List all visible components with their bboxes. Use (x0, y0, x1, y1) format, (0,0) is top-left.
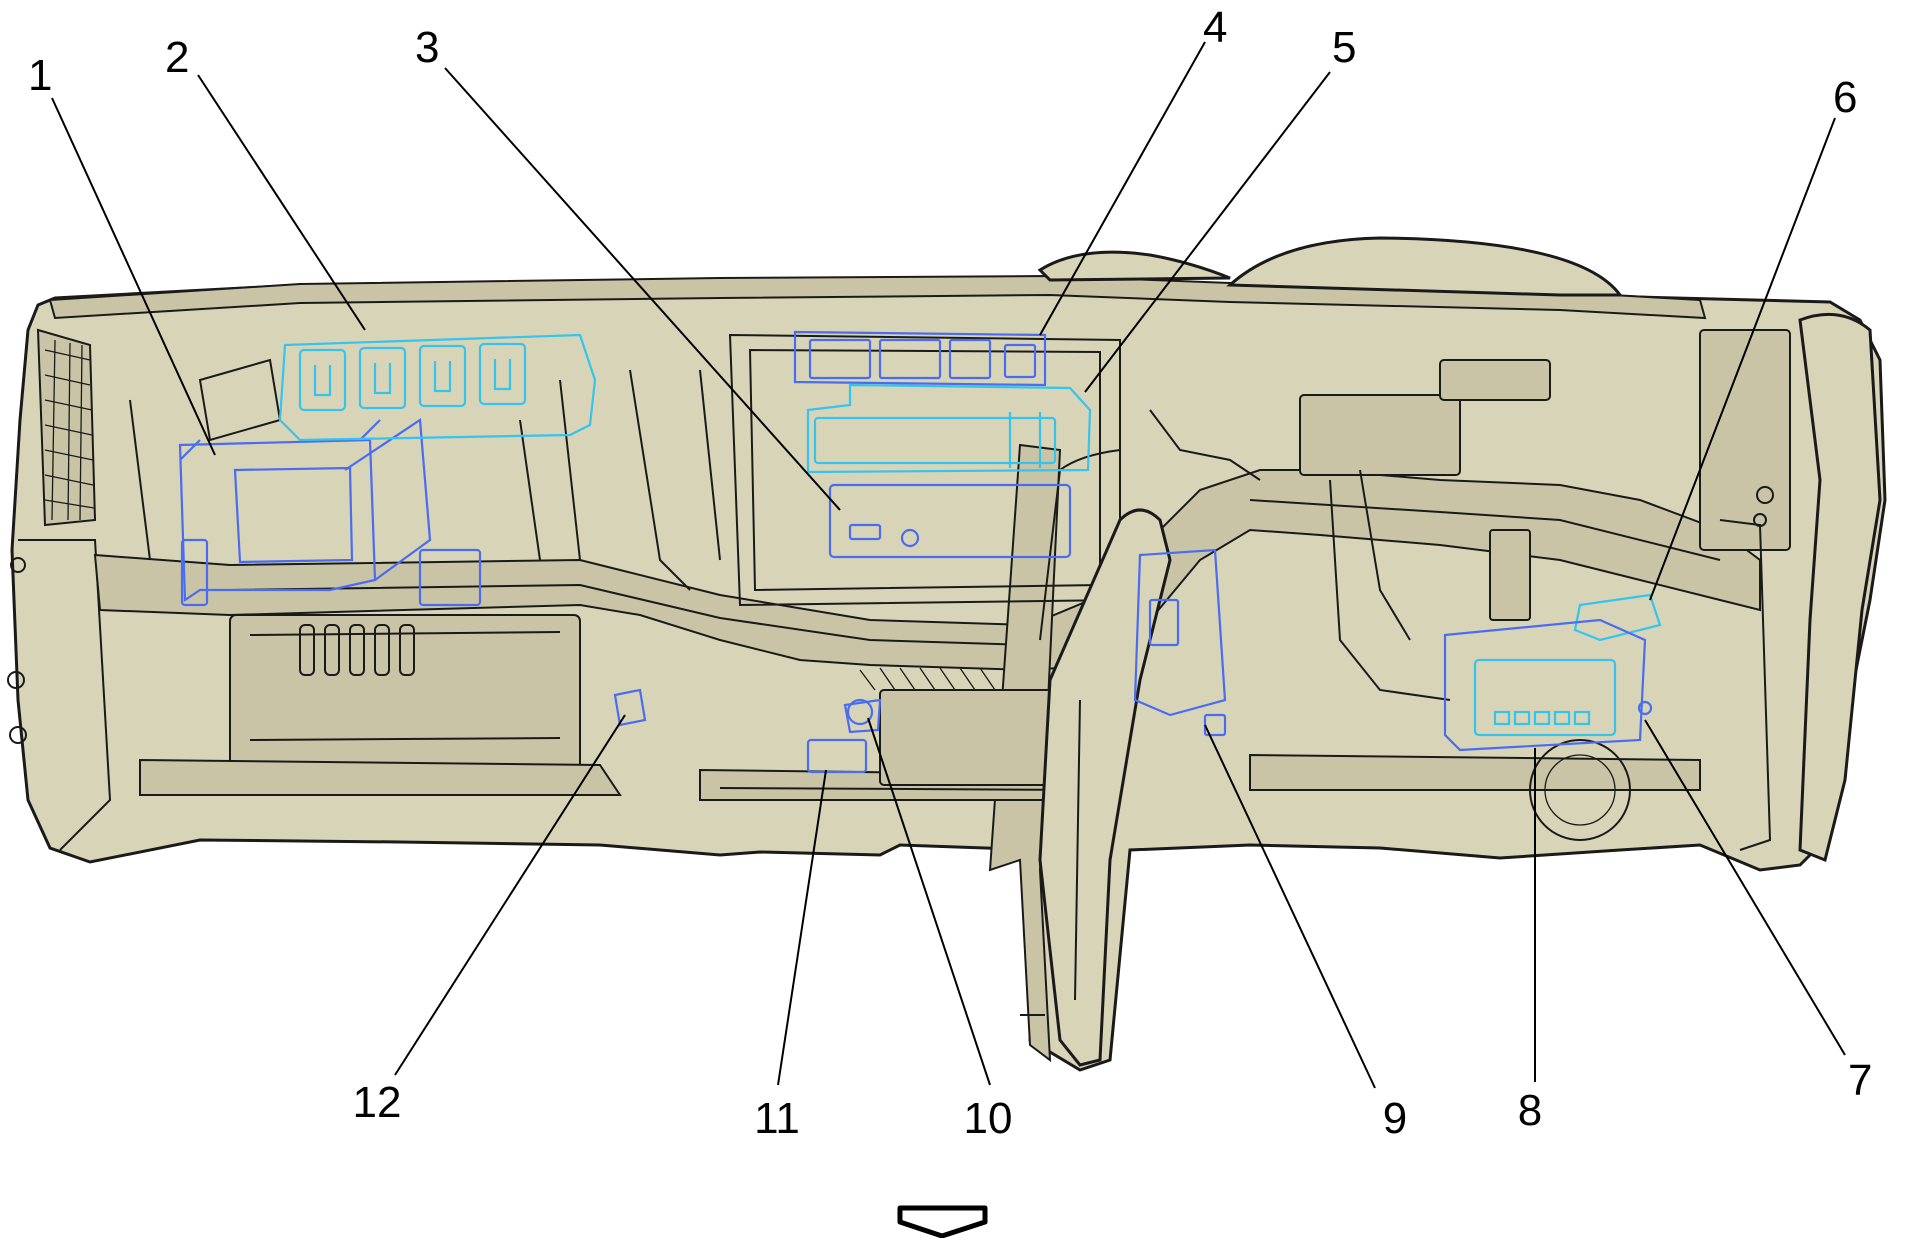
module-2 (278, 333, 597, 442)
module-10 (843, 698, 882, 734)
callout-1: 1 (28, 51, 52, 100)
module-8 (1443, 618, 1653, 752)
callout-2: 2 (165, 33, 189, 82)
callout-5: 5 (1332, 23, 1356, 72)
down-arrow-icon (897, 1205, 988, 1238)
module-4 (793, 330, 1047, 387)
callout-11: 11 (754, 1094, 800, 1143)
instrument-panel-body (7, 236, 1887, 1072)
module-12 (613, 688, 647, 727)
callout-3: 3 (415, 23, 439, 72)
module-11 (806, 738, 868, 774)
callout-labels: 1 2 3 4 5 6 7 8 9 10 11 12 (28, 3, 1872, 1143)
leader-lines (51, 41, 1846, 1089)
callout-7: 7 (1848, 1056, 1872, 1105)
callout-9: 9 (1383, 1094, 1407, 1143)
module-3 (828, 483, 1072, 559)
callout-8: 8 (1518, 1086, 1542, 1135)
callout-6: 6 (1833, 73, 1857, 122)
module-5 (806, 383, 1092, 474)
callout-4: 4 (1203, 3, 1227, 52)
module-1 (178, 418, 482, 607)
callout-12: 12 (353, 1078, 402, 1127)
callout-10: 10 (964, 1094, 1013, 1143)
